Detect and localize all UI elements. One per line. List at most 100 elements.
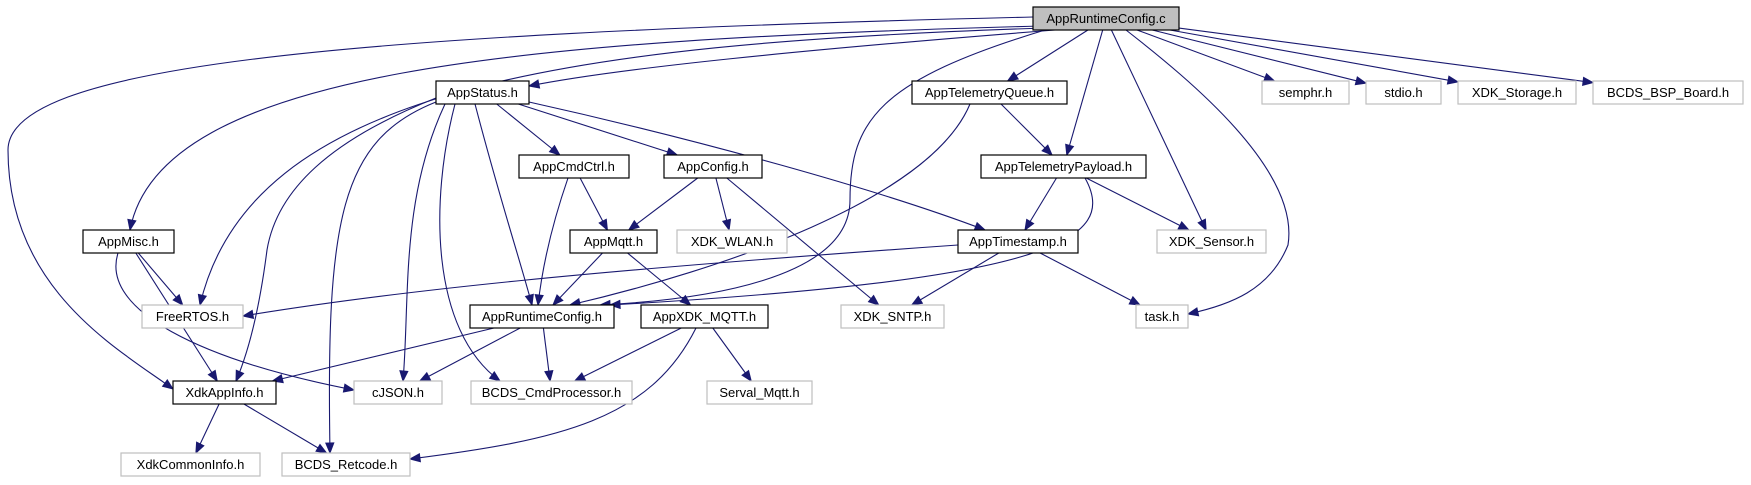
node-label: AppStatus.h (447, 85, 518, 100)
node-appconfig-h[interactable]: AppConfig.h (663, 154, 763, 179)
node-label: AppRuntimeConfig.h (482, 309, 602, 324)
node-box (281, 452, 411, 477)
node-box (1592, 80, 1744, 105)
node-bcds-bsp-board-h: BCDS_BSP_Board.h (1592, 80, 1744, 105)
edge-line (496, 103, 561, 156)
edge-root-to-semphr-h (1136, 29, 1276, 82)
edges-layer (7, 16, 1595, 463)
edge-line (129, 25, 1041, 231)
edge-apptelemetrypayload-h-to-xdk-sensor-h (1085, 177, 1191, 231)
arrowhead (1582, 76, 1595, 86)
arrowhead (608, 299, 621, 310)
arrowhead (627, 219, 640, 231)
edge-line (402, 103, 446, 382)
edge-apptimestamp-h-to-task-h (1039, 252, 1142, 306)
node-box (1457, 80, 1577, 105)
node-xdk-storage-h: XDK_Storage.h (1457, 80, 1577, 105)
node-label: BCDS_CmdProcessor.h (482, 385, 621, 400)
node-label: AppTimestamp.h (969, 234, 1067, 249)
node-box (82, 229, 175, 254)
node-appxdk-mqtt-h[interactable]: AppXDK_MQTT.h (640, 304, 769, 329)
edge-line (419, 327, 521, 382)
arrowhead (1128, 295, 1142, 306)
arrowhead (1177, 221, 1191, 231)
edge-appconfig-h-to-appmqtt-h (627, 177, 699, 231)
edge-line (628, 177, 699, 231)
edge-line (537, 177, 569, 306)
edge-line (235, 97, 437, 382)
node-box (676, 229, 788, 254)
edge-line (1169, 29, 1459, 83)
arrowhead (973, 221, 987, 231)
node-box (569, 229, 658, 254)
node-cjson-h: cJSON.h (353, 380, 443, 405)
arrowhead (534, 294, 544, 307)
arrowhead (172, 293, 184, 307)
arrowhead (1446, 75, 1460, 85)
node-xdkappinfo-h[interactable]: XdkAppInfo.h (172, 380, 277, 405)
node-label: AppConfig.h (677, 159, 749, 174)
node-appstatus-h[interactable]: AppStatus.h (435, 80, 530, 105)
node-freertos-h: FreeRTOS.h (141, 304, 244, 329)
edge-line (1007, 29, 1089, 82)
arrowhead (1006, 71, 1020, 82)
edge-apptelemetrypayload-h-to-appruntimeconfig-h (608, 177, 1094, 310)
node-appmisc-h[interactable]: AppMisc.h (82, 229, 175, 254)
node-box (1156, 229, 1267, 254)
node-appmqtt-h[interactable]: AppMqtt.h (569, 229, 658, 254)
edge-line (242, 244, 959, 317)
edge-appmqtt-h-to-appxdk-mqtt-h (627, 252, 692, 306)
edge-line (137, 252, 184, 306)
edge-root-to-apptelemetrypayload-h (1065, 29, 1104, 157)
edge-line (528, 101, 986, 231)
edge-appcmdctrl-h-to-appruntimeconfig-h (534, 177, 569, 307)
node-xdk-wlan-h: XDK_WLAN.h (676, 229, 788, 254)
edge-line (911, 252, 1000, 306)
edge-line (1110, 29, 1207, 231)
node-apptelemetrypayload-h[interactable]: AppTelemetryPayload.h (980, 154, 1147, 179)
edge-line (7, 16, 1034, 390)
edge-appmisc-h-to-cjson-h (115, 252, 356, 393)
node-bcds-cmdprocessor-h: BCDS_CmdProcessor.h (470, 380, 633, 405)
edge-appmisc-h-to-freertos-h (137, 252, 184, 307)
node-label: stdio.h (1384, 85, 1422, 100)
edge-appruntimeconfig-h-to-xdkappinfo-h (271, 327, 495, 384)
edge-appstatus-h-to-bcds-cmdprocessor-h (439, 103, 502, 382)
node-appcmdctrl-h[interactable]: AppCmdCtrl.h (518, 154, 630, 179)
arrowhead (161, 379, 175, 390)
arrowhead (207, 369, 218, 383)
edge-appstatus-h-to-appruntimeconfig-h (474, 103, 534, 307)
node-box (469, 304, 615, 329)
arrowhead (1197, 218, 1207, 232)
node-appruntimeconfig-h[interactable]: AppRuntimeConfig.h (469, 304, 615, 329)
edge-line (712, 327, 752, 382)
node-label: XDK_SNTP.h (854, 309, 932, 324)
node-root[interactable]: AppRuntimeConfig.c (1032, 6, 1180, 31)
node-box (980, 154, 1147, 179)
node-label: AppTelemetryQueue.h (925, 85, 1054, 100)
arrowhead (1186, 307, 1200, 317)
node-semphr-h: semphr.h (1261, 80, 1350, 105)
node-label: XDK_Storage.h (1472, 85, 1562, 100)
node-label: XDK_Sensor.h (1169, 234, 1254, 249)
node-apptimestamp-h[interactable]: AppTimestamp.h (957, 229, 1079, 254)
edge-xdkappinfo-h-to-xdkcommoninfo-h (195, 403, 220, 455)
edge-line (474, 103, 533, 306)
arrowhead (867, 294, 880, 306)
arrowhead (1262, 72, 1276, 82)
node-box (435, 80, 530, 105)
arrowhead (741, 369, 752, 383)
arrowhead (197, 293, 208, 307)
node-box (640, 304, 769, 329)
edge-apptimestamp-h-to-freertos-h (241, 244, 959, 319)
node-apptelemetryqueue-h[interactable]: AppTelemetryQueue.h (911, 80, 1068, 105)
edge-appstatus-h-to-cjson-h (399, 103, 446, 383)
edge-root-to-stdio-h (1152, 29, 1368, 86)
edge-line (528, 29, 1056, 87)
arrowhead (399, 370, 409, 383)
edge-line (609, 177, 1094, 306)
node-label: AppTelemetryPayload.h (995, 159, 1132, 174)
edge-line (1085, 177, 1190, 231)
edge-appmqtt-h-to-appruntimeconfig-h (552, 252, 603, 306)
